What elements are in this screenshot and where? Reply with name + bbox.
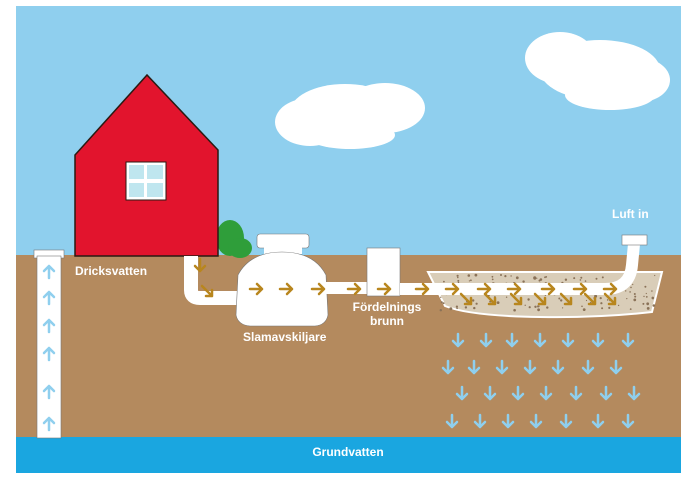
arrow-right-icon <box>444 282 460 296</box>
cloud-left <box>275 83 425 149</box>
arrow-right-icon <box>583 292 597 306</box>
arrow-up-icon <box>42 290 56 306</box>
arrow-right-icon <box>483 292 497 306</box>
arrow-down-icon <box>451 332 465 348</box>
arrow-down-icon <box>569 385 583 401</box>
drinking-water-well <box>33 249 65 439</box>
arrow-up-icon <box>42 416 56 432</box>
arrow-down-icon <box>483 385 497 401</box>
arrow-right-icon <box>509 292 523 306</box>
arrow-down-icon <box>505 332 519 348</box>
arrow-right-icon <box>476 282 492 296</box>
arrow-right-icon <box>572 282 588 296</box>
arrow-up-icon <box>42 318 56 334</box>
air-vent-cap <box>621 234 648 246</box>
arrow-down-icon <box>511 385 525 401</box>
arrow-down-icon <box>529 413 543 429</box>
arrow-down-icon <box>621 413 635 429</box>
label-distribution-well-2: brunn <box>370 314 404 328</box>
arrow-right-icon <box>376 282 392 296</box>
arrow-down-icon <box>551 359 565 375</box>
house <box>74 73 219 257</box>
arrow-down-icon <box>467 359 481 375</box>
arrow-down-icon <box>581 359 595 375</box>
arrow-down-icon <box>479 332 493 348</box>
arrow-down-icon <box>495 359 509 375</box>
arrow-right-icon <box>414 282 430 296</box>
arrow-down-icon <box>621 332 635 348</box>
arrow-down-icon <box>559 413 573 429</box>
arrow-up-icon <box>42 346 56 362</box>
groundwater-layer <box>16 437 681 473</box>
arrow-down-icon <box>627 385 641 401</box>
arrow-down-icon <box>455 385 469 401</box>
arrow-right-icon <box>346 282 362 296</box>
label-distribution-well-1: Fördelnings <box>353 300 422 314</box>
arrow-right-icon <box>200 284 214 298</box>
label-groundwater: Grundvatten <box>312 445 383 459</box>
arrow-down-icon <box>193 257 207 273</box>
arrow-right-icon <box>506 282 522 296</box>
arrow-down-icon <box>445 413 459 429</box>
arrow-down-icon <box>473 413 487 429</box>
arrow-right-icon <box>559 292 573 306</box>
cloud-right <box>525 32 670 110</box>
flow-arrows <box>193 257 618 306</box>
well-arrows <box>42 264 56 432</box>
arrow-right-icon <box>459 292 473 306</box>
arrow-right-icon <box>602 282 618 296</box>
label-drinking-water: Dricksvatten <box>75 264 147 278</box>
house-pipe <box>184 256 242 305</box>
arrow-right-icon <box>310 282 326 296</box>
label-air-in: Luft in <box>612 207 649 221</box>
arrow-down-icon <box>539 385 553 401</box>
arrow-down-icon <box>591 413 605 429</box>
arrow-right-icon <box>533 292 547 306</box>
arrow-down-icon <box>523 359 537 375</box>
infiltration-arrows <box>441 332 641 429</box>
arrow-right-icon <box>540 282 556 296</box>
arrow-right-icon <box>278 282 294 296</box>
arrow-down-icon <box>501 413 515 429</box>
arrow-down-icon <box>591 332 605 348</box>
label-septic-tank: Slamavskiljare <box>243 330 327 344</box>
arrow-up-icon <box>42 264 56 280</box>
arrow-down-icon <box>441 359 455 375</box>
arrow-down-icon <box>533 332 547 348</box>
arrow-right-icon <box>603 292 617 306</box>
arrow-down-icon <box>609 359 623 375</box>
bush <box>216 220 252 258</box>
arrow-down-icon <box>561 332 575 348</box>
arrow-down-icon <box>599 385 613 401</box>
arrow-right-icon <box>248 282 264 296</box>
arrow-up-icon <box>42 384 56 400</box>
